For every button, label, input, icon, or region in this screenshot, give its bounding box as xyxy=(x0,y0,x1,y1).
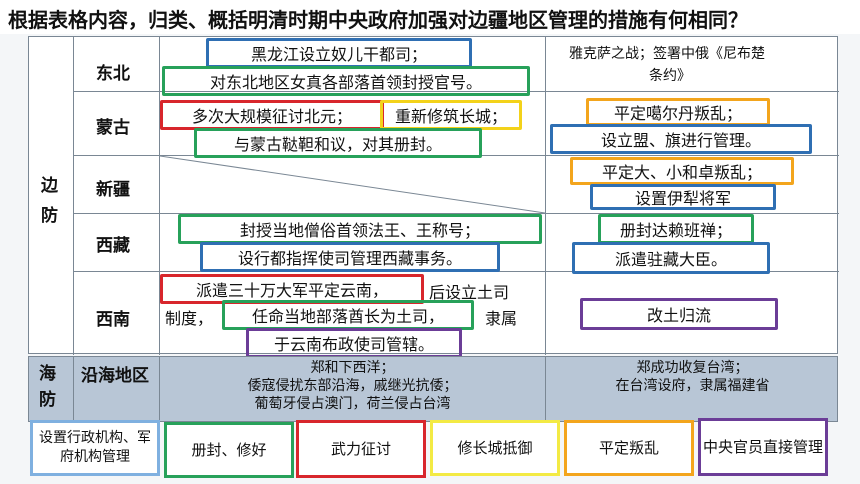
ming-menggu-changcheng-box: 重新修筑长城； xyxy=(380,100,522,130)
ming-menggu-heyi-box: 与蒙古鞑靼和议，对其册封。 xyxy=(194,128,482,158)
legend-zhijie: 中央官员直接管理 xyxy=(698,418,828,476)
col-divider xyxy=(159,37,160,355)
ming-yanhai-line3: 葡萄牙侵占澳门，荷兰侵占台湾 xyxy=(254,396,451,412)
category-hai: 海 xyxy=(39,364,56,384)
col-divider xyxy=(73,357,74,423)
category-bian: 边 xyxy=(41,176,58,196)
qing-dongbei-line1: 雅克萨之战；签署中俄《尼布楚 xyxy=(569,46,765,62)
ming-xinan-qiuzhang-box: 任命当地部落酋长为土司， xyxy=(222,300,474,330)
ming-menggu-zhengtao-box: 多次大规模征讨北元； xyxy=(160,100,384,130)
category-fang2: 防 xyxy=(39,390,56,410)
question-text: 根据表格内容，归类、概括明清时期中央政府加强对边疆地区管理的措施有何相同？ xyxy=(0,0,860,34)
ming-yanhai-line1: 郑和下西洋； xyxy=(310,360,395,376)
category-fang: 防 xyxy=(41,206,58,226)
row-divider xyxy=(73,91,839,92)
qing-xizang-cefeng-box: 册封达赖班禅； xyxy=(598,214,754,244)
region-menggu: 蒙古 xyxy=(96,118,130,138)
col-divider xyxy=(73,37,74,355)
ming-yanhai-cell: 郑和下西洋； 倭寇侵扰东部沿海，戚继光抗倭； 葡萄牙侵占澳门，荷兰侵占台湾 xyxy=(160,359,545,413)
qing-dongbei-line2: 条约》 xyxy=(649,68,691,84)
legend-admin: 设置行政机构、军府机构管理 xyxy=(30,420,160,476)
col-divider xyxy=(545,357,546,423)
ming-dongbei-fengshou-box: 对东北地区女真各部落首领封授官号。 xyxy=(162,66,530,96)
legend-cefeng: 册封、修好 xyxy=(164,422,294,478)
legend-pingpan: 平定叛乱 xyxy=(564,420,694,476)
qing-xinjiang-yili-box: 设置伊犁将军 xyxy=(590,184,776,210)
empty-cell-diagonal xyxy=(160,156,545,213)
row-divider xyxy=(73,213,839,214)
qing-xinan-gaitu-box: 改土归流 xyxy=(580,298,778,330)
region-xizang: 西藏 xyxy=(96,236,130,256)
qing-yanhai-line2: 在台湾设府，隶属福建省 xyxy=(615,378,770,394)
region-xinjiang: 新疆 xyxy=(96,180,130,200)
region-dongbei: 东北 xyxy=(96,64,130,84)
coastal-defense-row: 海 防 沿海地区 郑和下西洋； 倭寇侵扰东部沿海，戚继光抗倭； 葡萄牙侵占澳门，… xyxy=(28,356,839,423)
qing-yanhai-line1: 郑成功收复台湾； xyxy=(636,360,749,376)
ming-xinan-buzhengshi-box: 于云南布政使司管辖。 xyxy=(246,328,462,358)
qing-menggu-mengqi-box: 设立盟、旗进行管理。 xyxy=(550,124,812,154)
legend-wuli: 武力征讨 xyxy=(296,420,426,478)
region-yanhai: 沿海地区 xyxy=(81,366,149,386)
qing-menggu-gaerdan-box: 平定噶尔丹叛乱； xyxy=(586,98,770,126)
ming-dongbei-nuergan-box: 黑龙江设立奴儿干都司； xyxy=(206,38,472,68)
ming-xinan-tusi: 后设立土司 xyxy=(429,283,510,302)
ming-xizang-fengshou-box: 封授当地僧俗首领法王、王称号； xyxy=(178,214,542,244)
col-divider xyxy=(545,37,546,355)
qing-xizang-zhuzang-box: 派遣驻藏大臣。 xyxy=(572,242,770,274)
region-xinan: 西南 xyxy=(96,310,130,330)
legend-changcheng: 修长城抵御 xyxy=(430,420,560,476)
ming-xinan-zhidu: 制度， xyxy=(165,309,214,328)
qing-yanhai-cell: 郑成功收复台湾； 在台湾设府，隶属福建省 xyxy=(546,359,839,395)
col-divider xyxy=(159,357,160,423)
ming-xizang-duzhihui-box: 设行都指挥使司管理西藏事务。 xyxy=(200,242,500,272)
qing-xinjiang-hezhuo-box: 平定大、小和卓叛乱； xyxy=(570,157,794,185)
ming-xinan-lishu: 隶属 xyxy=(485,309,518,328)
ming-yanhai-line2: 倭寇侵扰东部沿海，戚继光抗倭； xyxy=(247,378,458,394)
